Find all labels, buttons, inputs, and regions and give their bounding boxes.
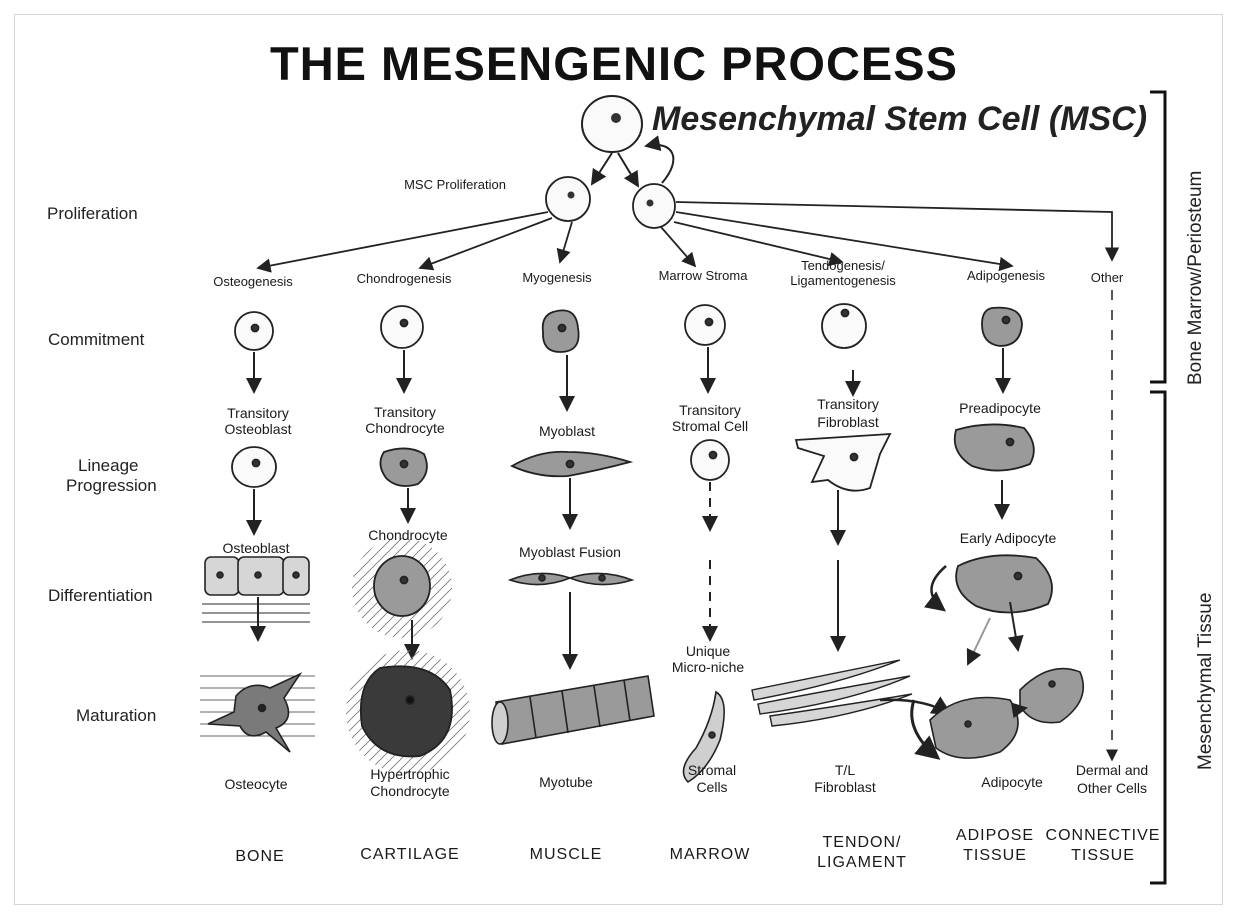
proliferation-arrows xyxy=(590,135,675,188)
tissue-marrow: MARROW xyxy=(669,846,751,863)
myoblast-label: Myoblast xyxy=(538,423,596,439)
process-tendogenesis: Tendogenesis/ Ligamentogenesis xyxy=(790,258,896,288)
myoblast-fusion xyxy=(507,572,635,586)
chondrocyte-cell xyxy=(352,538,452,638)
mature-hypertrophic-1: Hypertrophic xyxy=(370,766,450,782)
branch-arrows xyxy=(256,201,1120,273)
page-title: THE MESENGENIC PROCESS xyxy=(270,37,958,90)
mature-stromal-2: Cells xyxy=(696,779,728,795)
myoblast-fusion-label: Myoblast Fusion xyxy=(519,544,621,560)
preadipocyte-label: Preadipocyte xyxy=(959,400,1041,416)
transitory-stromal-2: Stromal Cell xyxy=(671,418,749,434)
commitment-cells xyxy=(234,303,1023,353)
bracket-mesenchymal xyxy=(1150,390,1167,885)
mature-tl-2: Fibroblast xyxy=(814,779,876,795)
transitory-fibroblast-2: Fibroblast xyxy=(817,414,879,430)
micro-niche-label: Unique Micro-niche xyxy=(671,643,745,675)
row-label-maturation: Maturation xyxy=(76,706,157,725)
lineage-cells xyxy=(231,423,1035,492)
adipocytes xyxy=(929,667,1084,759)
daughter-cell-left xyxy=(545,176,591,222)
process-chondrogenesis: Chondrogenesis xyxy=(356,271,452,286)
row-label-lineage: Lineage xyxy=(78,456,139,475)
osteoblast-layer xyxy=(202,556,310,623)
tissue-adipose-2: TISSUE xyxy=(963,847,1027,864)
early-adipocyte xyxy=(924,554,1053,666)
mature-dermal-2: Other Cells xyxy=(1076,780,1148,796)
myotube xyxy=(491,675,655,745)
tissue-adipose-1: ADIPOSE xyxy=(955,827,1035,844)
commitment-arrows xyxy=(246,347,1011,412)
process-adipogenesis: Adipogenesis xyxy=(966,268,1046,283)
transitory-osteoblast-1: Transitory xyxy=(227,405,289,421)
msc-label: Mesenchymal Stem Cell (MSC) xyxy=(652,100,1148,138)
tissue-cartilage: CARTILAGE xyxy=(360,846,460,863)
row-label-proliferation: Proliferation xyxy=(47,204,138,223)
row-label-differentiation: Differentiation xyxy=(48,586,153,605)
mature-dermal-1: Dermal and xyxy=(1075,762,1149,778)
tissue-bone: BONE xyxy=(235,848,285,865)
side-label-mesenchymal: Mesenchymal Tissue xyxy=(1195,592,1216,770)
process-marrow-stroma: Marrow Stroma xyxy=(658,268,748,283)
figure-frame xyxy=(14,14,1223,905)
mature-tl-1: T/L xyxy=(834,762,856,778)
process-other: Other xyxy=(1090,270,1124,285)
chondrocyte-label: Chondrocyte xyxy=(368,527,448,543)
transitory-fibroblast-1: Transitory xyxy=(817,396,879,412)
transitory-osteoblast-2: Osteoblast xyxy=(224,421,292,437)
stromal-cell xyxy=(682,690,725,784)
osteoblast-label: Osteoblast xyxy=(222,540,290,556)
mature-hypertrophic-2: Chondrocyte xyxy=(370,783,450,799)
process-myogenesis: Myogenesis xyxy=(522,270,592,285)
msc-proliferation-label: MSC Proliferation xyxy=(404,177,506,192)
tl-fibroblasts xyxy=(751,659,953,760)
mature-adipocyte: Adipocyte xyxy=(981,774,1043,790)
mature-osteocyte: Osteocyte xyxy=(224,776,288,792)
bracket-bone-marrow xyxy=(1150,90,1167,384)
lineage-arrows xyxy=(246,478,1010,546)
tissue-muscle: MUSCLE xyxy=(529,846,603,863)
row-label-progression: Progression xyxy=(66,476,157,495)
early-adipocyte-label: Early Adipocyte xyxy=(959,530,1057,546)
tissue-tendon-1: TENDON/ xyxy=(822,834,902,851)
mature-stromal-1: Stromal xyxy=(687,762,737,778)
osteocyte-cell xyxy=(200,672,315,753)
transitory-stromal-1: Transitory xyxy=(679,402,741,418)
tissue-connective-1: CONNECTIVE xyxy=(1045,827,1161,844)
tissue-connective-2: TISSUE xyxy=(1071,847,1135,864)
daughter-cell-right xyxy=(632,183,676,229)
process-osteogenesis: Osteogenesis xyxy=(213,274,293,289)
mature-myotube: Myotube xyxy=(539,774,593,790)
tissue-tendon-2: LIGAMENT xyxy=(817,854,907,871)
transitory-chondrocyte-2: Chondrocyte xyxy=(365,420,445,436)
msc-cell xyxy=(581,95,643,153)
hypertrophic-chondrocyte xyxy=(346,650,470,774)
transitory-chondrocyte-1: Transitory xyxy=(374,404,436,420)
side-label-bone-marrow: Bone Marrow/Periosteum xyxy=(1185,170,1206,385)
row-label-commitment: Commitment xyxy=(48,330,145,349)
